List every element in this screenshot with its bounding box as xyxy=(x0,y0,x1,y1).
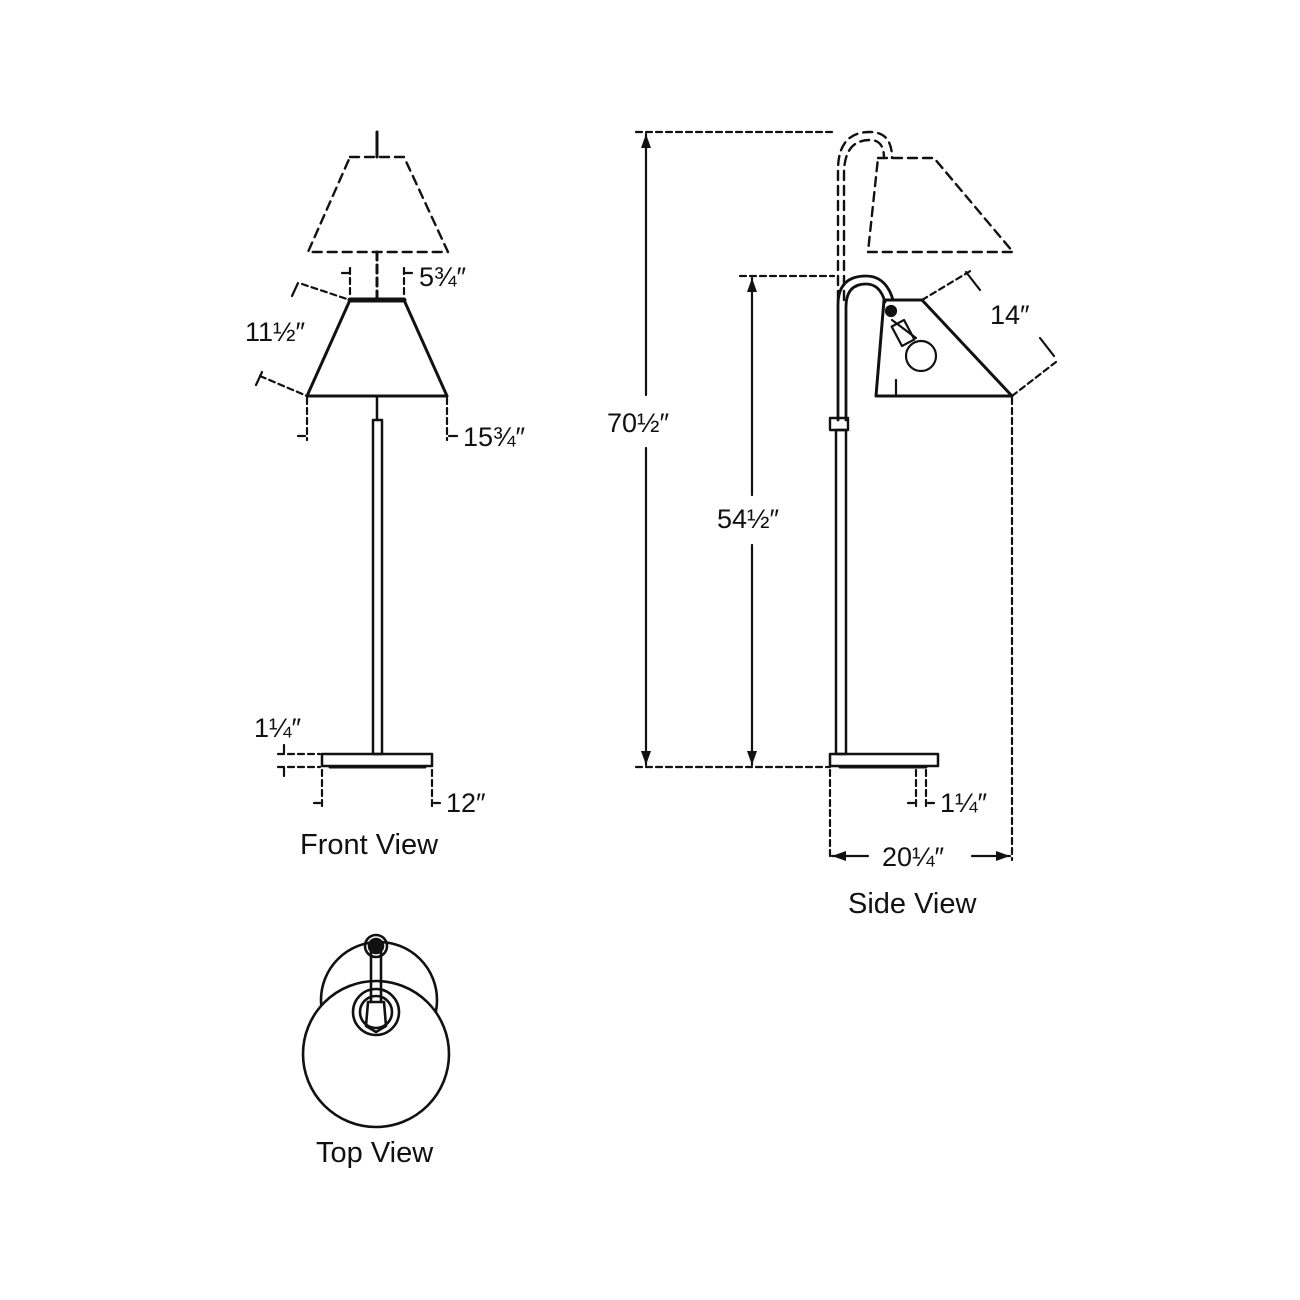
dim-shade-height xyxy=(254,281,352,398)
label-front-base-height: 1¼″ xyxy=(254,713,302,743)
side-base xyxy=(828,752,940,768)
side-view-caption: Side View xyxy=(848,888,977,920)
front-base xyxy=(320,752,434,768)
dim-overall-depth xyxy=(828,396,1014,862)
side-bulb xyxy=(884,304,938,397)
dim-shade-width xyxy=(296,396,459,442)
label-side-base-height: 1¼″ xyxy=(940,788,988,818)
top-base-circle xyxy=(301,979,451,1129)
label-min-height: 54½″ xyxy=(717,504,780,534)
label-shade-width: 15¾″ xyxy=(463,422,526,452)
front-view-caption: Front View xyxy=(300,829,439,861)
dim-side-base-height xyxy=(906,768,936,810)
dim-shade-length xyxy=(920,268,1058,398)
label-overall-depth: 20¼″ xyxy=(882,842,945,872)
dim-base-width xyxy=(312,768,442,810)
front-raised-shade xyxy=(306,155,450,254)
top-view-caption: Top View xyxy=(316,1137,434,1169)
label-shade-length: 14″ xyxy=(990,300,1030,330)
dim-collar-width xyxy=(340,266,414,300)
front-stem xyxy=(371,418,384,756)
label-collar-width: 5¾″ xyxy=(419,262,467,292)
side-arm xyxy=(836,274,895,422)
dim-min-height xyxy=(738,274,836,767)
label-front-base-width: 12″ xyxy=(446,788,486,818)
label-max-height: 70½″ xyxy=(607,408,670,438)
front-view xyxy=(254,130,459,810)
side-view xyxy=(634,130,1058,862)
dim-max-height xyxy=(634,130,838,769)
side-raised-arm-and-shade xyxy=(836,130,1015,302)
label-shade-height: 11½″ xyxy=(245,317,306,347)
top-view xyxy=(301,933,451,1129)
top-finial xyxy=(367,937,385,955)
front-shade xyxy=(305,298,449,398)
side-stem xyxy=(834,428,848,756)
dim-base-height xyxy=(276,743,322,778)
